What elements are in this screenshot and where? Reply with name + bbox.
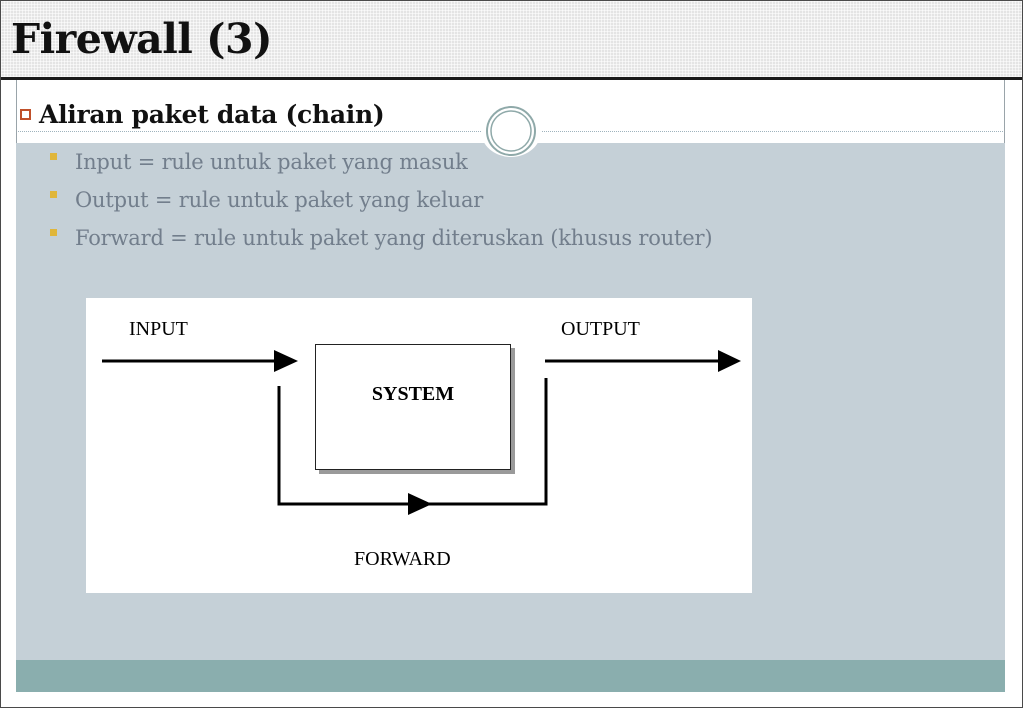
bullet-text: Output = rule untuk paket yang keluar [75, 188, 484, 212]
input-arrow-head [274, 350, 298, 372]
title-bar: Firewall (3) [1, 1, 1022, 80]
forward-arrow-head [408, 493, 432, 515]
bullet-text: Forward = rule untuk paket yang diterusk… [75, 226, 713, 250]
double-ring-icon [481, 105, 541, 157]
system-box: SYSTEM [315, 344, 511, 470]
diagram-arrows [102, 350, 741, 515]
footer-band [16, 660, 1005, 692]
input-label: INPUT [129, 318, 188, 340]
bullet-item-forward: Forward = rule untuk paket yang diterusk… [50, 219, 713, 257]
hollow-square-bullet-icon [20, 109, 31, 120]
output-arrow-head [718, 350, 741, 372]
bullet-list: Input = rule untuk paket yang masuk Outp… [50, 143, 713, 257]
bullet-text: Input = rule untuk paket yang masuk [75, 150, 468, 174]
forward-label: FORWARD [354, 548, 451, 570]
bullet-item-input: Input = rule untuk paket yang masuk [50, 143, 712, 181]
heading-row: Aliran paket data (chain) [20, 100, 385, 129]
filled-square-bullet-icon [50, 152, 57, 160]
output-label: OUTPUT [561, 318, 640, 340]
system-label: SYSTEM [371, 383, 455, 405]
filled-square-bullet-icon [50, 190, 57, 198]
chain-diagram: INPUT OUTPUT SYSTEM FORWARD [86, 298, 752, 593]
bullet-item-output: Output = rule untuk paket yang keluar [50, 181, 712, 219]
filled-square-bullet-icon [50, 228, 57, 236]
slide-title: Firewall (3) [11, 15, 272, 63]
section-heading: Aliran paket data (chain) [39, 100, 385, 129]
